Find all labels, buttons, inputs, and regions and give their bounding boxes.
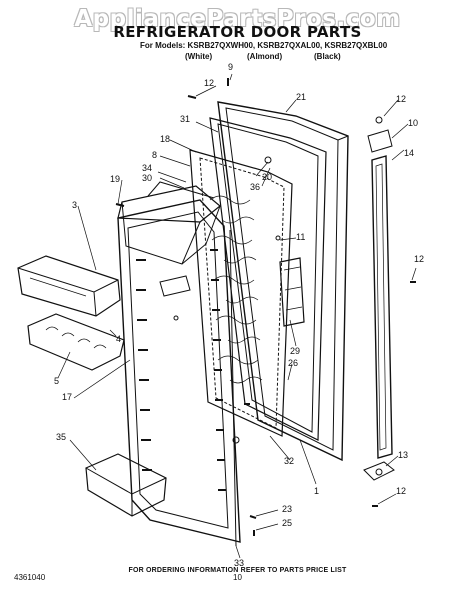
page-number: 10 (233, 573, 242, 582)
callout-34: 34 (142, 163, 152, 173)
callout-36: 36 (250, 182, 260, 192)
callout-8: 8 (152, 150, 157, 160)
document-number: 4361040 (14, 573, 46, 582)
callout-13: 13 (398, 450, 408, 460)
fasteners (115, 78, 416, 536)
callout-26: 26 (288, 358, 298, 368)
leader-lines (57, 73, 417, 559)
door-handle (371, 155, 393, 459)
callout-23: 23 (282, 504, 292, 514)
callout-10: 10 (408, 118, 418, 128)
callout-20: 20 (262, 172, 272, 182)
door-bin-small (17, 255, 121, 317)
watermark: AppliancePartsPros.com (74, 6, 401, 32)
callout-12b: 12 (396, 94, 406, 104)
callout-14: 14 (404, 148, 414, 158)
callout-5: 5 (54, 376, 59, 386)
callout-labels: 12 9 21 31 18 8 34 30 20 36 19 3 11 4 29… (54, 62, 424, 568)
callout-12a: 12 (204, 78, 214, 88)
top-hinge (367, 116, 393, 153)
callout-19: 19 (110, 174, 120, 184)
callout-31: 31 (180, 114, 190, 124)
egg-tray (27, 313, 125, 371)
inner-door-liner (117, 199, 241, 547)
models-line: For Models: KSRB27QXWH00, KSRB27QXAL00, … (140, 41, 388, 50)
callout-33: 33 (234, 558, 244, 568)
variant-almond: (Almond) (247, 52, 283, 61)
callout-12d: 12 (396, 486, 406, 496)
callout-17: 17 (62, 392, 72, 402)
bottom-hinge (363, 461, 395, 481)
door-cartridge (279, 257, 305, 327)
callout-32: 32 (284, 456, 294, 466)
variant-black: (Black) (314, 52, 341, 61)
insulation-foam (189, 149, 293, 437)
page-title: REFRIGERATOR DOOR PARTS (113, 23, 362, 41)
callout-29: 29 (290, 346, 300, 356)
callout-4: 4 (116, 334, 121, 344)
outer-door-panel (217, 101, 349, 462)
callout-12c: 12 (414, 254, 424, 264)
callout-30: 30 (142, 173, 152, 183)
callout-18: 18 (160, 134, 170, 144)
callout-9a: 9 (228, 62, 233, 72)
ordering-note: FOR ORDERING INFORMATION REFER TO PARTS … (128, 567, 347, 574)
callout-35: 35 (56, 432, 66, 442)
door-liner-frame (209, 117, 327, 441)
callout-25: 25 (282, 518, 292, 528)
callout-11: 11 (296, 232, 305, 242)
callout-3: 3 (72, 200, 77, 210)
variant-white: (White) (185, 52, 213, 61)
callout-1: 1 (314, 486, 319, 496)
callout-21: 21 (296, 92, 306, 102)
door-bin-bottom (85, 453, 167, 517)
